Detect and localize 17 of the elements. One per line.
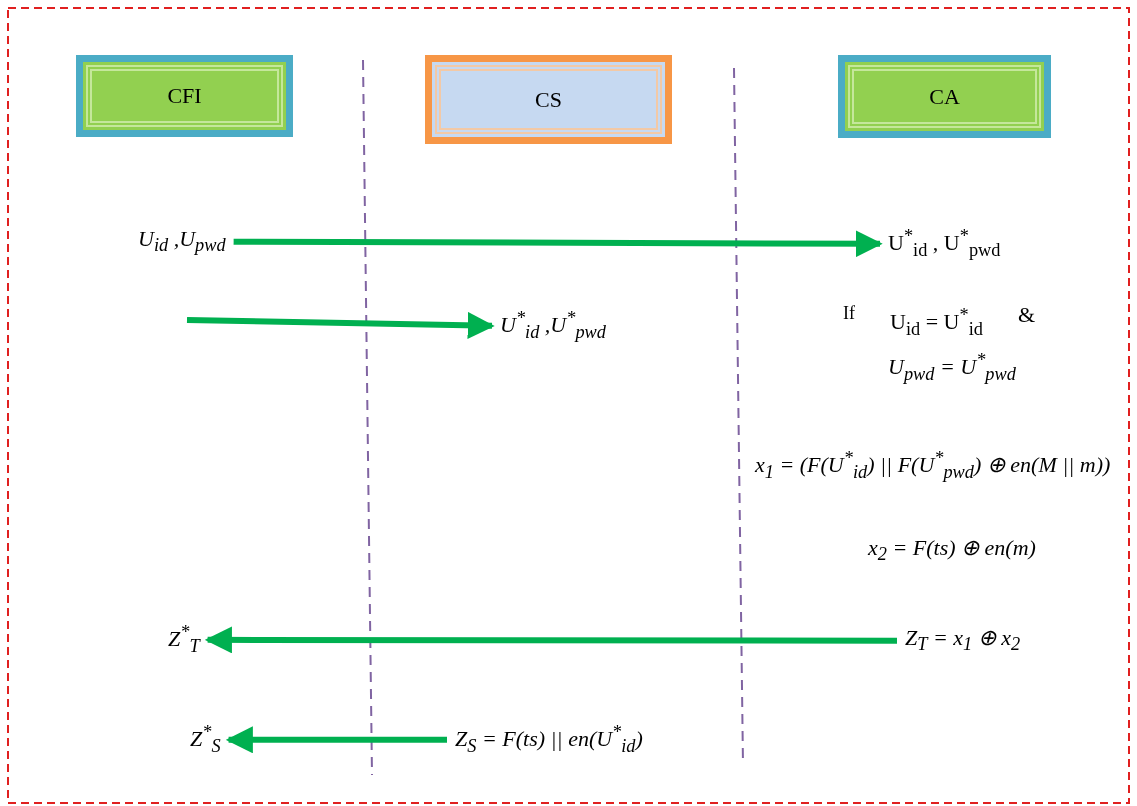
participant-label: CA bbox=[929, 83, 960, 110]
arrow bbox=[233, 230, 883, 258]
arrow bbox=[186, 311, 495, 339]
participant-label: CFI bbox=[167, 83, 202, 109]
formula-text: Z$_{S}$ = F(ts) || en(U$^{*}$$_{id}$) bbox=[455, 722, 643, 758]
formula-text: & bbox=[1018, 302, 1036, 329]
participant-label: CS bbox=[535, 86, 562, 113]
formula-text: x$_{2}$ = F(ts) ⊕ en(m) bbox=[868, 535, 1036, 567]
formula-text: x$_{1}$ = (F(U$^{*}$$_{id}$) || F(U$^{*}$$_{pwd}$) ⊕ en(M || m)) bbox=[755, 448, 1111, 484]
arrow bbox=[225, 726, 447, 754]
participant-box bbox=[76, 55, 293, 137]
formula-text: U$_{id}$ ,U$_{pwd}$ bbox=[138, 226, 226, 258]
formula-text: Z$_{T}$ = x$_{1}$ ⊕ x$_{2}$ bbox=[905, 625, 1021, 657]
formula-text: If bbox=[843, 303, 855, 325]
participant-box bbox=[425, 55, 672, 144]
arrow bbox=[204, 626, 897, 654]
participant-box bbox=[838, 55, 1051, 138]
